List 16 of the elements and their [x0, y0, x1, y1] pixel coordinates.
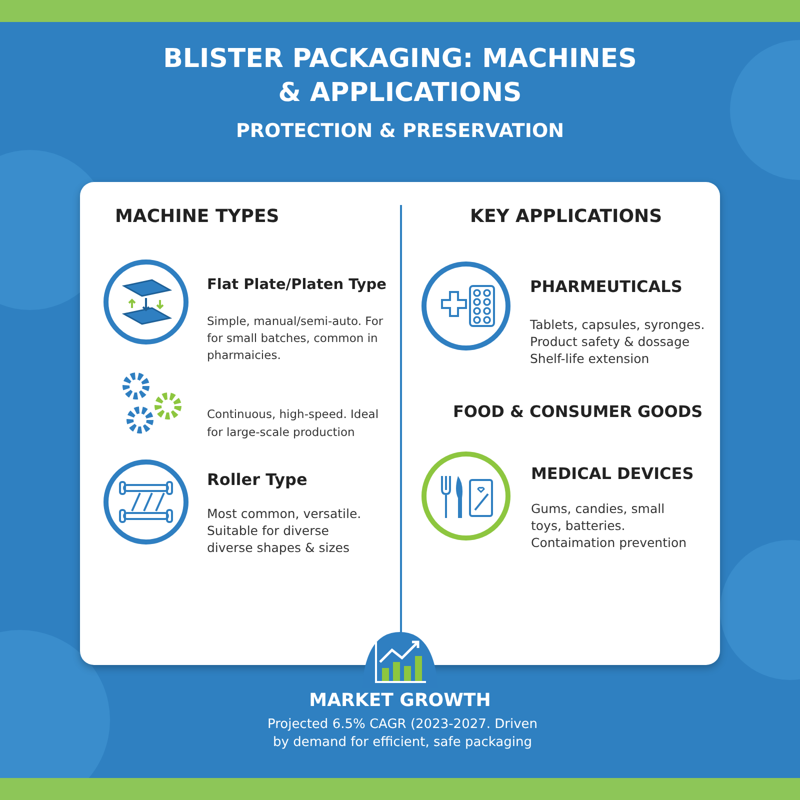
section-heading: MARKET GROWTH — [308, 690, 492, 711]
subtitle: PROTECTION & PRESERVATION — [234, 120, 566, 142]
item-description: Simple, manual/semi-auto. For for small batches, common in pharmaicies. — [207, 313, 384, 364]
footer-text: Projected 6.5% CAGR (2023-2027. Driven by demand for efficient, safe packaging — [266, 716, 539, 752]
item-description: Continuous, high-speed. Ideal for large-scale production — [207, 406, 380, 441]
item-heading: Flat Plate/Platen Type — [207, 277, 386, 293]
item-description: Tablets, capsules, syronges. Product safety & dossage Shelf-life extension — [530, 316, 706, 367]
item-description: Most common, versatile. Suitable for diverse diverse shapes & sizes — [207, 505, 362, 556]
title: BLISTER PACKAGING: MACHINES & APPLICATIONS — [162, 43, 638, 110]
section-heading: FOOD & CONSUMER GOODS — [453, 402, 703, 421]
item-description: Gums, candies, small toys, batteries. Contaimation prevention — [531, 500, 688, 551]
item-heading: Roller Type — [207, 470, 308, 489]
section-heading: MACHINE TYPES — [115, 206, 280, 227]
item-heading: MEDICAL DEVICES — [531, 464, 694, 483]
item-heading: PHARMEUTICALS — [530, 277, 682, 296]
section-heading: KEY APPLICATIONS — [470, 206, 662, 227]
